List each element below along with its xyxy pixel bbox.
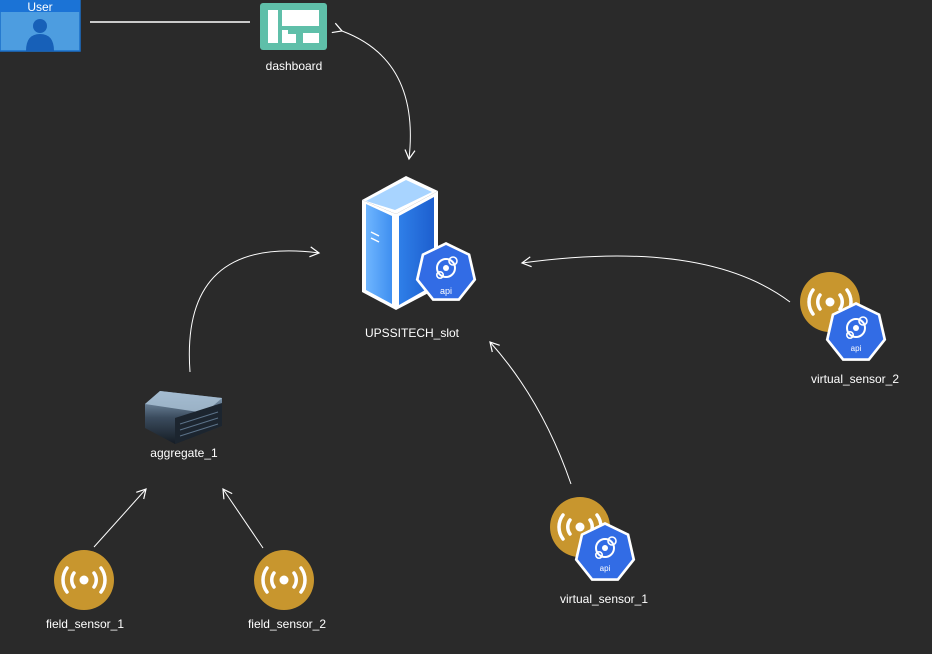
aggregate-label: aggregate_1	[150, 446, 218, 460]
field-sensor-1-icon[interactable]	[52, 548, 116, 612]
virtual-sensor-1-api-text: api	[600, 564, 611, 573]
edge-fsensor1-aggregate	[93, 488, 147, 548]
user-node[interactable]	[0, 0, 81, 52]
aggregate-server-icon[interactable]	[145, 391, 222, 444]
dashboard-icon[interactable]	[260, 3, 327, 50]
virtual-sensor-2-label: virtual_sensor_2	[810, 372, 900, 386]
virtual-sensor-1-api-badge: api	[574, 522, 636, 581]
edge-dashboard-server	[331, 22, 416, 161]
field-sensor-2-label: field_sensor_2	[247, 617, 327, 631]
virtual-sensor-2-api-text: api	[851, 344, 862, 353]
dashboard-label: dashboard	[265, 59, 323, 73]
virtual-sensor-2-icon[interactable]: api	[798, 270, 887, 361]
virtual-sensor-1-icon[interactable]: api	[548, 495, 636, 581]
user-person-icon	[26, 19, 54, 51]
field-sensor-1-label: field_sensor_1	[45, 617, 125, 631]
server-label: UPSSITECH_slot	[364, 326, 460, 340]
server-api-badge: api	[415, 242, 477, 301]
user-label: User	[27, 0, 53, 14]
edges	[90, 21, 791, 549]
server-api-text: api	[440, 286, 452, 296]
server-icon[interactable]	[362, 176, 438, 310]
virtual-sensor-1-label: virtual_sensor_1	[559, 592, 649, 606]
edge-fsensor2-aggregate	[222, 487, 264, 549]
edge-vsensor1-server	[489, 341, 572, 485]
edge-vsensor2-server	[520, 255, 791, 303]
edge-aggregate-server	[188, 246, 321, 373]
virtual-sensor-2-api-badge: api	[825, 302, 887, 361]
field-sensor-2-icon[interactable]	[252, 548, 316, 612]
